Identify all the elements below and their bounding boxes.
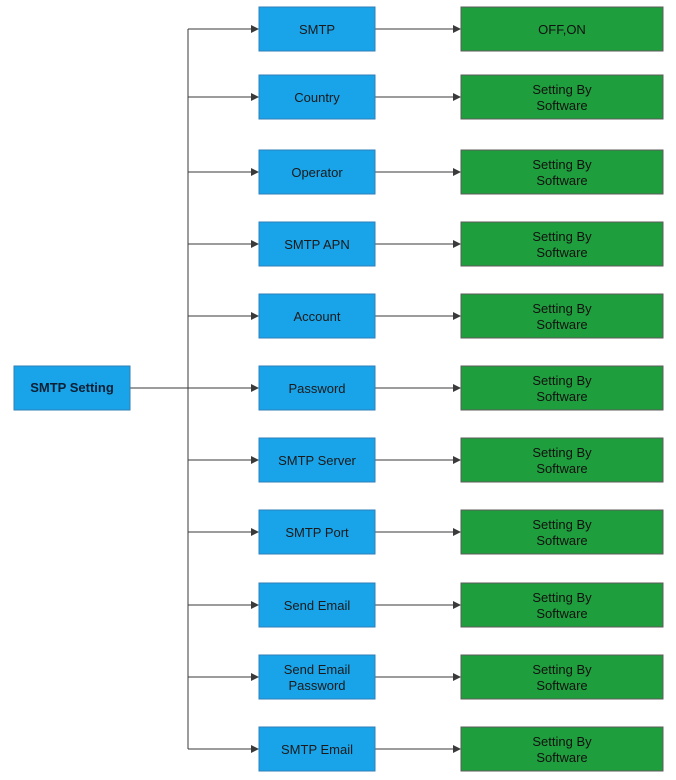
setting-node-smtp-port: SMTP Port [258, 509, 376, 555]
setting-label: Send Email [284, 598, 351, 613]
setting-label: SMTP Email [281, 742, 353, 757]
setting-node-smtp-server: SMTP Server [258, 437, 376, 483]
setting-label: SMTP [299, 22, 335, 37]
connector-lines [130, 25, 461, 753]
setting-label: SMTP Server [278, 453, 356, 468]
value-node-smtp: OFF,ON [460, 6, 664, 52]
setting-box [258, 221, 376, 267]
value-box [460, 654, 664, 700]
value-box [460, 437, 664, 483]
setting-box [258, 149, 376, 195]
setting-box [258, 726, 376, 772]
root-node-label: SMTP Setting [30, 380, 114, 395]
setting-label: Country [294, 90, 340, 105]
setting-node-smtp-email: SMTP Email [258, 726, 376, 772]
setting-node-smtp: SMTP [258, 6, 376, 52]
value-box [460, 293, 664, 339]
setting-box [258, 437, 376, 483]
setting-node-operator: Operator [258, 149, 376, 195]
setting-box [258, 509, 376, 555]
setting-box [258, 654, 376, 700]
setting-box [258, 365, 376, 411]
setting-box [258, 293, 376, 339]
value-box [460, 365, 664, 411]
value-box [460, 74, 664, 120]
setting-label: Operator [291, 165, 343, 180]
setting-box [258, 74, 376, 120]
setting-box [258, 6, 376, 52]
setting-node-account: Account [258, 293, 376, 339]
value-box [460, 221, 664, 267]
value-box [460, 582, 664, 628]
setting-node-smtp-apn: SMTP APN [258, 221, 376, 267]
value-box [460, 6, 664, 52]
root-node-box [13, 365, 131, 411]
root-node: SMTP Setting [13, 365, 131, 411]
setting-label: Account [294, 309, 341, 324]
value-box [460, 149, 664, 195]
value-box [460, 509, 664, 555]
setting-box [258, 582, 376, 628]
setting-node-password: Password [258, 365, 376, 411]
setting-node-country: Country [258, 74, 376, 120]
setting-label: Password [288, 381, 345, 396]
setting-label: SMTP APN [284, 237, 350, 252]
setting-label: SMTP Port [285, 525, 349, 540]
setting-node-send-email: Send Email [258, 582, 376, 628]
value-label: OFF,ON [538, 22, 586, 37]
value-box [460, 726, 664, 772]
